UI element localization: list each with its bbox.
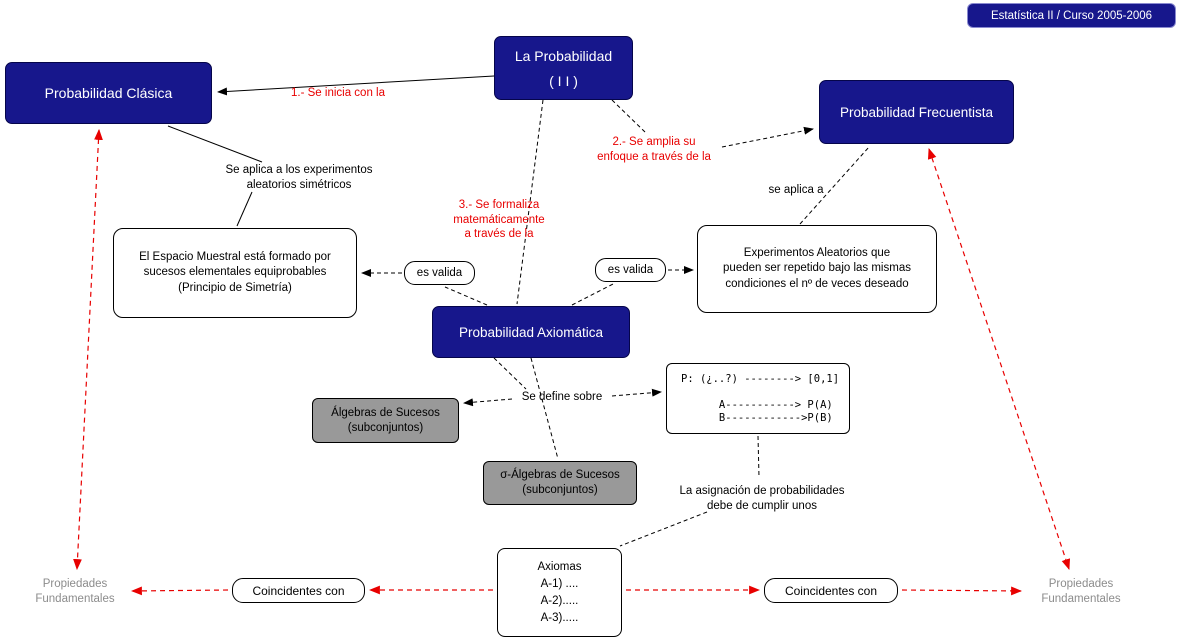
line-texto-a-espacio	[236, 191, 253, 227]
node-probabilidad-axiomatica: Probabilidad Axiomática	[432, 306, 630, 358]
node-probabilidad-clasica-label: Probabilidad Clásica	[44, 85, 173, 101]
line-clasica-a-texto	[167, 125, 263, 163]
dash-amplia-2	[721, 126, 814, 148]
node-es-valida-derecha: es valida	[595, 258, 666, 282]
dash-formaliza	[516, 99, 544, 305]
node-algebras-sucesos: Álgebras de Sucesos(subconjuntos)	[312, 398, 459, 443]
red-propiedades-clasica	[73, 128, 103, 571]
dash-define-funcionp	[611, 388, 662, 397]
dash-asignacion-axiomas	[619, 511, 708, 547]
node-es-valida-derecha-label: es valida	[607, 264, 654, 276]
label-se-define-sobre-text: Se define sobre	[521, 391, 603, 403]
node-funcion-probabilidad: P: (¿..?) --------> [0,1] A-----------> …	[666, 363, 850, 434]
dash-amplia-1	[611, 99, 647, 134]
red-propiedades-frecuentista	[927, 147, 1071, 571]
label-se-aplica-a-text: se aplica a	[768, 184, 824, 196]
label-se-aplica-a: se aplica a	[760, 183, 832, 198]
node-la-probabilidad: La Probabilidad ( I I )	[494, 36, 633, 100]
label-se-define-sobre: Se define sobre	[512, 390, 612, 405]
dash-axiomatica-sigma	[530, 357, 559, 460]
node-la-probabilidad-line2: ( I I )	[549, 72, 578, 89]
node-la-probabilidad-line1: La Probabilidad	[514, 47, 613, 64]
dash-funcionp-asignacion	[757, 435, 760, 478]
node-coincidentes-izquierda-label: Coincidentes con	[252, 583, 345, 598]
node-probabilidad-frecuentista-label: Probabilidad Frecuentista	[839, 104, 994, 120]
label-paso1-se-inicia: 1.- Se inicia con la	[262, 86, 414, 101]
node-coincidentes-derecha: Coincidentes con	[764, 578, 898, 603]
label-paso1-text: 1.- Se inicia con la	[291, 87, 385, 99]
node-es-valida-izquierda-label: es valida	[416, 267, 463, 279]
arrow-se-inicia	[217, 75, 495, 96]
node-probabilidad-frecuentista: Probabilidad Frecuentista	[819, 80, 1014, 144]
node-probabilidad-clasica: Probabilidad Clásica	[5, 62, 212, 124]
node-coincidentes-izquierda: Coincidentes con	[232, 578, 365, 603]
node-sigma-algebras-sucesos: σ-Álgebras de Sucesos(subconjuntos)	[483, 461, 637, 505]
red-coincidentes-propiedades-der	[901, 586, 1023, 596]
course-badge-text: Estatística II / Curso 2005-2006	[990, 9, 1153, 22]
dash-axiomatica-define	[493, 357, 527, 390]
node-algebras-sucesos-text: Álgebras de Sucesos(subconjuntos)	[331, 406, 440, 434]
node-coincidentes-derecha-label: Coincidentes con	[784, 583, 878, 598]
dash-axiomatica-esvalida-der	[571, 282, 616, 306]
dash-axiomatica-esvalida-izq	[444, 286, 488, 306]
node-funcion-probabilidad-text: P: (¿..?) --------> [0,1] A-----------> …	[681, 372, 840, 424]
course-badge: Estatística II / Curso 2005-2006	[967, 3, 1176, 28]
node-es-valida-izquierda: es valida	[404, 261, 475, 285]
dash-define-algebras	[463, 398, 513, 407]
node-probabilidad-axiomatica-label: Probabilidad Axiomática	[458, 324, 604, 340]
red-coincidentes-propiedades-izq	[130, 586, 229, 596]
node-sigma-algebras-sucesos-text: σ-Álgebras de Sucesos(subconjuntos)	[500, 469, 620, 496]
dash-frecuentista-experimentos	[799, 146, 870, 225]
